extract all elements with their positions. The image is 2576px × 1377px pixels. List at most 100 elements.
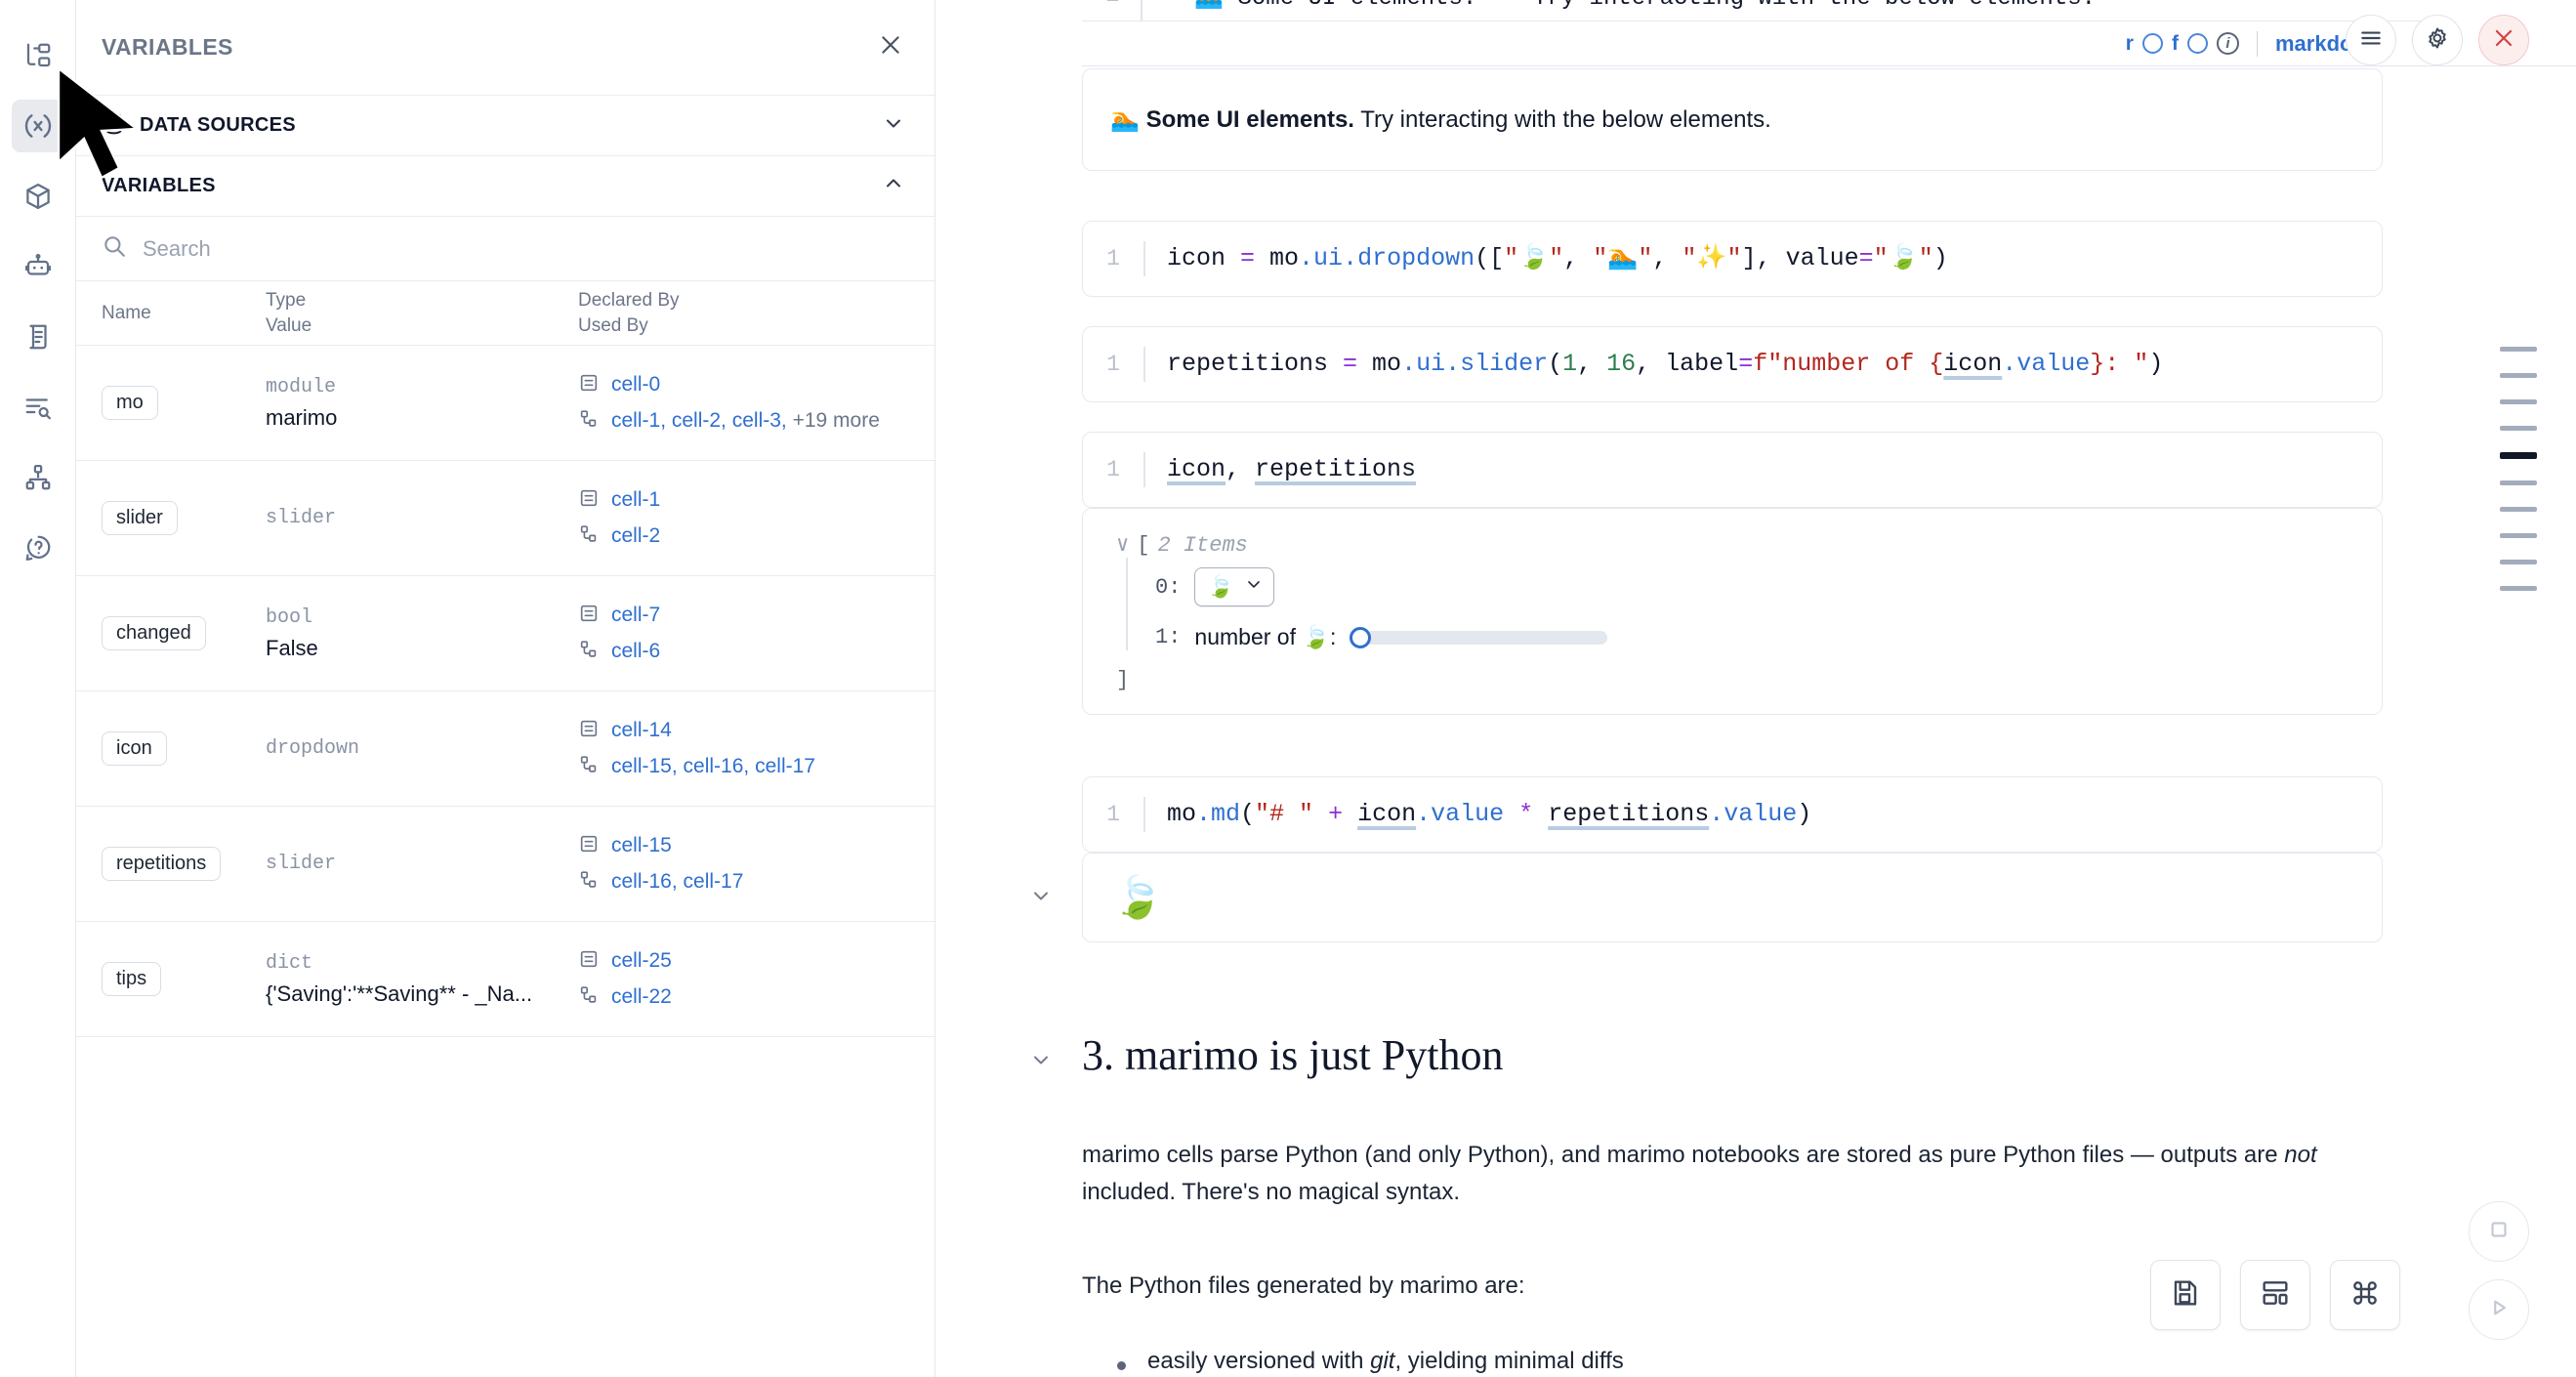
bullet-dot-icon — [1117, 1361, 1126, 1370]
code-text[interactable]: icon, repetitions — [1143, 452, 2382, 488]
collapse-section-chevron[interactable] — [1029, 1048, 1053, 1076]
cell-link[interactable]: cell-17 — [683, 870, 744, 893]
code-cell-repetitions-slider[interactable]: 1 repetitions = mo.ui.slider(1, 16, labe… — [1082, 326, 2383, 403]
sidebar-item-help[interactable] — [12, 522, 64, 574]
cell-link[interactable]: cell-6 — [611, 640, 661, 662]
cell-link-icon — [578, 523, 600, 550]
tree-output-header[interactable]: ∨ [ 2 Items — [1116, 532, 2348, 559]
variable-name-chip[interactable]: mo — [102, 386, 158, 420]
cell-document-icon — [578, 487, 600, 514]
minimap-cell-marker[interactable] — [2500, 586, 2537, 591]
cell-settings-button[interactable] — [2412, 15, 2463, 65]
minimap-cell-marker[interactable] — [2500, 373, 2537, 378]
cell-document-icon — [578, 833, 600, 859]
cell-link[interactable]: cell-2 — [671, 409, 722, 432]
code-cell-icon-repetitions[interactable]: 1 icon, repetitions — [1082, 432, 2383, 509]
declared-by-row: cell-1 — [578, 487, 935, 514]
sidebar-item-file-tree[interactable] — [12, 29, 64, 82]
code-cell-mo-md[interactable]: 1 mo.md("# " + icon.value * repetitions.… — [1082, 776, 2383, 854]
minimap-cell-marker[interactable] — [2500, 533, 2537, 538]
variable-name-chip[interactable]: slider — [102, 501, 178, 535]
cell-delete-button[interactable] — [2478, 15, 2529, 65]
cell-menu-button[interactable] — [2346, 15, 2396, 65]
minimap-cell-marker[interactable] — [2500, 480, 2537, 485]
cell-link[interactable]: cell-15 — [611, 834, 672, 856]
flag-r-toggle[interactable] — [2141, 33, 2163, 54]
code-text[interactable]: mo.md("# " + icon.value * repetitions.va… — [1143, 797, 2382, 833]
section-paragraph-2: The Python files generated by marimo are… — [1082, 1273, 1525, 1299]
code-text[interactable]: icon = mo.ui.dropdown(["🍃", "🏊", "✨"], v… — [1143, 241, 2382, 277]
cell-link[interactable]: cell-14 — [611, 719, 672, 741]
collapse-output-chevron[interactable] — [1029, 884, 1053, 912]
slider-thumb[interactable] — [1350, 626, 1372, 648]
minimap-cell-marker[interactable] — [2500, 452, 2537, 459]
cell-links: cell-15, cell-16, cell-17 — [611, 755, 815, 777]
interrupt-button[interactable] — [2469, 1201, 2529, 1262]
slider-track[interactable] — [1365, 630, 1608, 645]
accordion-variables[interactable]: VARIABLES — [76, 156, 935, 217]
variable-name-chip[interactable]: changed — [102, 616, 206, 650]
cell-link[interactable]: cell-22 — [611, 985, 672, 1008]
cell-link[interactable]: cell-3 — [731, 409, 781, 432]
cell-link[interactable]: cell-17 — [755, 755, 815, 777]
cell-links: cell-16, cell-17 — [611, 870, 744, 893]
sidebar-item-packages[interactable] — [12, 170, 64, 223]
cell-link[interactable]: cell-1 — [611, 488, 661, 511]
cell-link[interactable]: cell-25 — [611, 949, 672, 972]
chevron-down-icon — [1244, 574, 1264, 600]
sidebar-item-outline[interactable] — [12, 311, 64, 363]
used-by-row: cell-15, cell-16, cell-17 — [578, 754, 935, 780]
para1-part-a: marimo cells parse Python (and only Pyth… — [1082, 1142, 2285, 1168]
flag-f-toggle[interactable] — [2186, 33, 2208, 54]
accordion-data-sources[interactable]: DATA SOURCES — [76, 96, 935, 156]
cell-link[interactable]: cell-7 — [611, 604, 661, 626]
notebook-area: 1 """🏊 Some UI elements.""" Try interact… — [935, 0, 2576, 1377]
list-item: 0: 🍃 — [1155, 567, 2348, 606]
search-input[interactable] — [143, 235, 909, 262]
minimap-cell-marker[interactable] — [2500, 507, 2537, 512]
used-by-row: cell-22 — [578, 984, 935, 1011]
cell-link[interactable]: cell-0 — [611, 373, 661, 396]
info-icon[interactable]: i — [2216, 32, 2239, 55]
variable-name-chip[interactable]: repetitions — [102, 847, 222, 881]
layout-button[interactable] — [2240, 1260, 2310, 1330]
variable-name-chip[interactable]: icon — [102, 731, 167, 766]
command-palette-button[interactable] — [2330, 1260, 2400, 1330]
cell-link[interactable]: cell-1 — [611, 409, 661, 432]
save-button[interactable] — [2150, 1260, 2221, 1330]
play-triangle-icon — [2486, 1295, 2512, 1325]
icon-dropdown[interactable]: 🍃 — [1194, 567, 1274, 606]
minimap-cell-marker[interactable] — [2500, 426, 2537, 431]
sidebar-item-variables[interactable] — [11, 100, 64, 152]
code-text[interactable]: repetitions = mo.ui.slider(1, 16, label=… — [1143, 347, 2382, 383]
close-panel-icon[interactable] — [878, 32, 903, 63]
cell-link[interactable]: cell-16 — [611, 870, 672, 893]
minimap-cell-marker[interactable] — [2500, 560, 2537, 564]
repetitions-slider[interactable] — [1350, 626, 1608, 648]
run-all-button[interactable] — [2469, 1279, 2529, 1340]
cell-link[interactable]: cell-16 — [683, 755, 744, 777]
code-gutter-bar — [1141, 0, 1143, 21]
cell-link[interactable]: cell-15 — [611, 755, 672, 777]
cell-links: cell-25 — [611, 949, 672, 973]
line-number: 1 — [1106, 457, 1120, 483]
column-header-type: Type — [266, 289, 307, 311]
chevron-down-icon[interactable]: ∨ — [1116, 533, 1130, 558]
sidebar-item-dependency-graph[interactable] — [12, 451, 64, 504]
variable-name-chip[interactable]: tips — [102, 962, 162, 996]
code-cell-icon-dropdown[interactable]: 1 icon = mo.ui.dropdown(["🍃", "🏊", "✨"],… — [1082, 221, 2383, 298]
cell-link[interactable]: cell-2 — [611, 524, 661, 547]
notebook-minimap-scrollbar[interactable] — [2461, 0, 2576, 1377]
minimap-cell-marker[interactable] — [2500, 347, 2537, 352]
cell-links-more[interactable]: +19 more — [792, 409, 880, 432]
sidebar-item-find-replace[interactable] — [12, 381, 64, 434]
minimap-cell-marker[interactable] — [2500, 399, 2537, 404]
sidebar-item-ai-assistant[interactable] — [12, 240, 64, 293]
